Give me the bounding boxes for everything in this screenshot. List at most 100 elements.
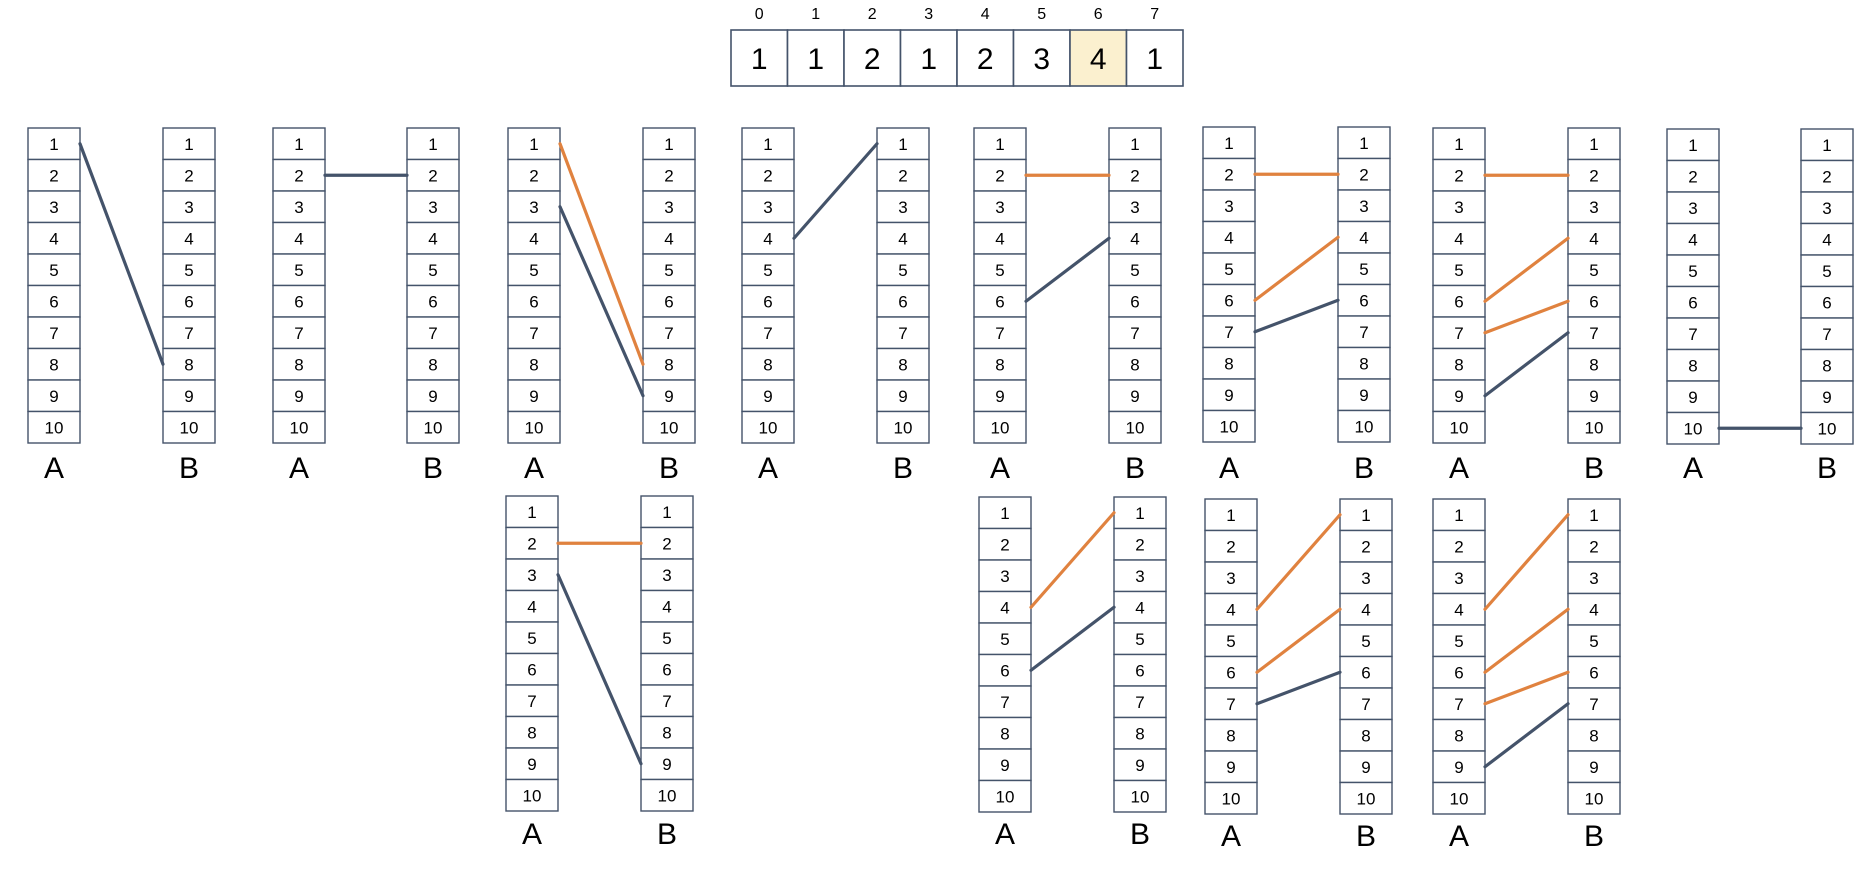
column-cell-box: [406, 221, 460, 255]
column-cell-label: 4: [1361, 600, 1370, 619]
column-cell-box: [505, 778, 559, 812]
column-cell-box: [1204, 561, 1258, 595]
column-cell-label: 2: [1361, 537, 1370, 556]
column-cell: 6: [505, 652, 559, 686]
column-cell-box: [1567, 781, 1621, 815]
column-cell: 9: [978, 748, 1032, 782]
column-cell: 5: [505, 621, 559, 655]
column-cell: 5: [1204, 624, 1258, 658]
column-cell: 1: [1204, 498, 1258, 532]
column-cell-box: [1337, 315, 1391, 349]
column-cell: 9: [1567, 379, 1621, 413]
column-cell-label: 10: [525, 418, 544, 437]
column-cell: 6: [1432, 655, 1486, 689]
column-cell-label: 1: [1688, 136, 1697, 155]
column-label-a: A: [1449, 820, 1469, 853]
column-cell: 4: [507, 221, 561, 255]
column-cell: 1: [1567, 498, 1621, 532]
column-cell: 9: [507, 379, 561, 413]
column-cell-label: 1: [1454, 135, 1463, 154]
column-cell-label: 10: [660, 418, 679, 437]
column-cell: 7: [507, 316, 561, 350]
array-value: 2: [864, 43, 881, 76]
column-cell: 9: [27, 379, 81, 413]
column-cell-label: 5: [1589, 261, 1598, 280]
column-cell-label: 4: [664, 229, 673, 248]
column-label-b: B: [1354, 452, 1374, 485]
array-index-label: 3: [924, 6, 933, 23]
column-cell: 6: [1567, 284, 1621, 318]
column-cell: 4: [1339, 592, 1393, 626]
column-cell-label: 8: [1361, 726, 1370, 745]
column-cell-label: 7: [529, 324, 538, 343]
column-cell: 5: [1432, 253, 1486, 287]
column-cell: 3: [1567, 561, 1621, 595]
column-cell-label: 4: [1224, 228, 1233, 247]
column-cell-label: 6: [1454, 663, 1463, 682]
column-cell-box: [1337, 189, 1391, 223]
column-cell-label: 6: [49, 292, 58, 311]
column-cell-label: 5: [1359, 260, 1368, 279]
column-cell-label: 7: [49, 324, 58, 343]
column-cell: 2: [406, 158, 460, 192]
column-cell: 4: [640, 589, 694, 623]
column-cell-box: [1108, 253, 1162, 287]
column-cell-label: 1: [1454, 506, 1463, 525]
column-cell-label: 3: [428, 198, 437, 217]
column-cell-label: 8: [184, 355, 193, 374]
column-cell-label: 8: [1000, 724, 1009, 743]
column-cell: 6: [1339, 655, 1393, 689]
column-cell-box: [272, 379, 326, 413]
column-cell: 2: [1202, 157, 1256, 191]
column-cell-label: 2: [1226, 537, 1235, 556]
column-cell-label: 9: [1359, 386, 1368, 405]
column-cell-label: 7: [428, 324, 437, 343]
column-cell: 4: [406, 221, 460, 255]
column-cell: 5: [640, 621, 694, 655]
column-cell-box: [1202, 378, 1256, 412]
array-index-label: 0: [755, 6, 764, 23]
column-cell: 9: [1432, 750, 1486, 784]
match-line-orange: [1483, 670, 1570, 706]
column-cell: 8: [272, 347, 326, 381]
match-line-dark: [792, 142, 879, 240]
column-cell-label: 1: [1589, 506, 1598, 525]
column-cell: 7: [162, 316, 216, 350]
column-cell: 8: [162, 347, 216, 381]
column-cell-box: [640, 715, 694, 749]
column-cell: 4: [1800, 222, 1854, 256]
array-cell-box: [1012, 29, 1071, 87]
column-label-a: A: [1219, 452, 1239, 485]
column-cell: 6: [272, 284, 326, 318]
match-line-orange: [558, 142, 645, 366]
column-cell: 3: [640, 558, 694, 592]
column-cell: 2: [1567, 158, 1621, 192]
column-cell-label: 3: [1589, 569, 1598, 588]
column-cell-box: [642, 221, 696, 255]
column-cell: 1: [978, 496, 1032, 530]
array-value: 1: [751, 43, 768, 76]
column-cell-label: 10: [1818, 419, 1837, 438]
column-cell-label: 6: [763, 292, 772, 311]
column-cell-box: [406, 410, 460, 444]
column-cell-label: 3: [1130, 198, 1139, 217]
column-cell: 7: [640, 684, 694, 718]
column-cell-label: 2: [529, 166, 538, 185]
column-cell-label: 5: [294, 261, 303, 280]
column-cell: 4: [876, 221, 930, 255]
column-cell: 1: [1108, 127, 1162, 161]
column-cell-label: 9: [1454, 758, 1463, 777]
column-cell: 1: [741, 127, 795, 161]
array-cell: 01: [730, 6, 789, 87]
column-cell: 6: [1202, 283, 1256, 317]
column-cell-label: 1: [49, 135, 58, 154]
column-cell: 6: [162, 284, 216, 318]
match-line-dark: [1483, 702, 1570, 769]
column-cell: 9: [406, 379, 460, 413]
column-cell-box: [507, 410, 561, 444]
